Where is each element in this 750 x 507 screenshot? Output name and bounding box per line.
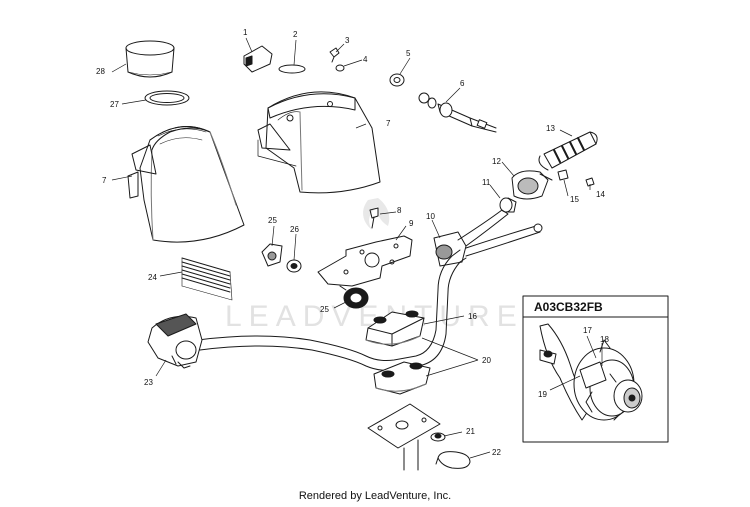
part-20-riser-clamp [373, 361, 431, 395]
callout-26: 26 [290, 225, 299, 234]
inset-callout-17: 17 [583, 326, 592, 335]
part-8-screw [369, 207, 379, 229]
callout-6: 6 [460, 79, 465, 88]
callout-16: 16 [468, 312, 477, 321]
part-14-nut [585, 177, 595, 187]
callout-1: 1 [243, 28, 248, 37]
callout-5: 5 [406, 49, 411, 58]
callout-13: 13 [546, 124, 555, 133]
callout-22: 22 [492, 448, 501, 457]
callout-28: 28 [96, 67, 105, 76]
part-15-screw [557, 169, 569, 181]
part-2-seal [278, 64, 306, 74]
part-21-nut [430, 432, 446, 442]
callout-25-lower: 25 [320, 305, 329, 314]
callout-14: 14 [596, 190, 605, 199]
part-3-screw [329, 47, 340, 63]
part-28-ring [125, 40, 175, 78]
callout-7-right: 7 [386, 119, 391, 128]
inset-title: A03CB32FB [534, 300, 603, 314]
callout-21: 21 [466, 427, 475, 436]
leader-lines [111, 37, 603, 459]
inset-callout-19: 19 [538, 390, 547, 399]
part-25-clamp-upper [261, 243, 283, 267]
callout-24: 24 [148, 273, 157, 282]
part-23-switch-housing [147, 313, 203, 369]
part-13-grip [538, 131, 598, 171]
callout-4: 4 [363, 55, 368, 64]
callout-25-upper: 25 [268, 216, 277, 225]
callout-8: 8 [397, 206, 402, 215]
part-1-switch [243, 45, 273, 73]
part-5-nut [389, 73, 405, 87]
callout-20: 20 [482, 356, 491, 365]
callout-12: 12 [492, 157, 501, 166]
callout-15: 15 [570, 195, 579, 204]
part-7-right-headlight-pod [257, 91, 381, 194]
inset-panel [522, 295, 669, 443]
part-4-washer [335, 64, 345, 72]
part-9-plate [317, 235, 413, 287]
part-24-decal [181, 257, 233, 301]
part-25-key-switch [339, 285, 369, 309]
part-7-left-headlight-pod [127, 126, 245, 243]
part-16-riser-clamp [365, 310, 425, 347]
part-11-collar [499, 197, 517, 213]
steering-post [367, 403, 441, 471]
handlebar [197, 249, 467, 371]
inset-callout-18: 18 [600, 335, 609, 344]
callout-labels: 1 2 3 4 5 6 7 7 8 9 10 11 12 13 14 15 16… [96, 28, 609, 457]
callout-2: 2 [293, 30, 298, 39]
callout-27: 27 [110, 100, 119, 109]
callout-7-left: 7 [102, 176, 107, 185]
part-22-clip [435, 451, 471, 469]
callout-9: 9 [409, 219, 414, 228]
part-27-ring [144, 90, 190, 106]
part-6-throttle-shaft [418, 92, 497, 133]
callout-3: 3 [345, 36, 350, 45]
part-12-switch-housing [511, 170, 553, 200]
callout-11: 11 [482, 178, 491, 187]
callout-23: 23 [144, 378, 153, 387]
part-26-grommet [286, 259, 302, 273]
footer-credit: Rendered by LeadVenture, Inc. [298, 490, 452, 502]
part-10-brake-master-cylinder [433, 209, 543, 267]
callout-10: 10 [426, 212, 435, 221]
